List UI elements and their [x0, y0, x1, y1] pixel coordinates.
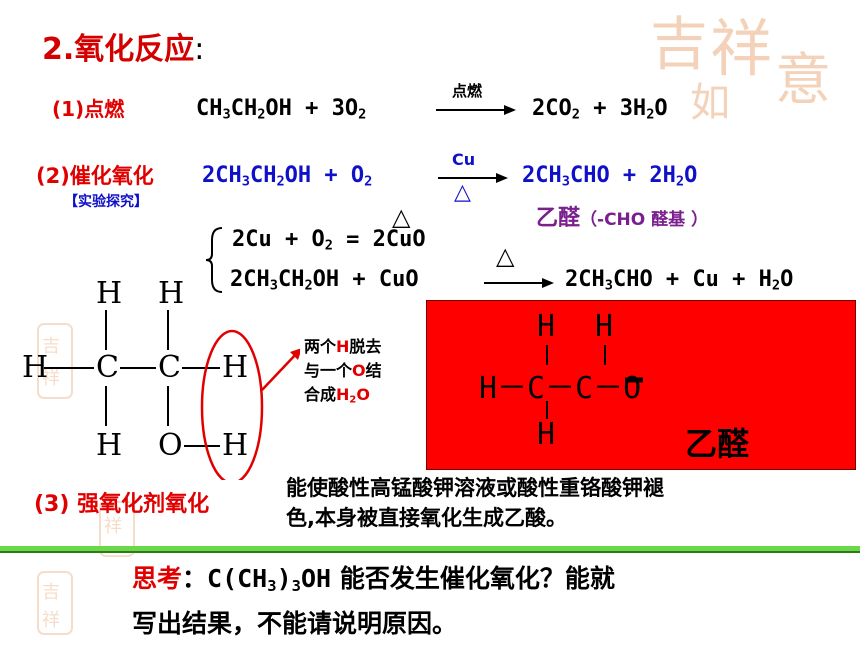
ald-bonds — [546, 345, 643, 419]
acetaldehyde-box: H H H－C－C－O H 乙醛 — [426, 300, 856, 470]
reaction3-label: (3) 强氧化剂氧化 — [34, 492, 210, 517]
section-divider — [0, 546, 860, 551]
atom-h-top-right: H — [158, 276, 185, 311]
atom-c1: C — [96, 350, 119, 385]
reaction1-label: (1)点燃 — [52, 97, 125, 121]
product-name: 乙醛（-CHO 醛基 ） — [536, 206, 709, 231]
ald-atom-h2: H — [595, 309, 614, 344]
seal-watermark-top-right: 吉 祥 意 如 — [650, 4, 850, 126]
svg-text:意: 意 — [775, 48, 831, 113]
heat-triangle-icon: △ — [454, 180, 471, 205]
reaction1-reactants: CH3CH2OH + 3O2 — [196, 96, 367, 123]
reaction1-condition: 点燃 — [452, 82, 483, 100]
svg-text:祥: 祥 — [710, 12, 772, 85]
reaction2-reactants: 2CH3CH2OH + O2 — [202, 163, 373, 190]
reaction1-products: 2CO2 + 3H2O — [532, 96, 668, 123]
atom-h-bottom-left: H — [96, 428, 123, 463]
reaction2-label: (2)催化氧化 — [36, 164, 154, 188]
reaction-arrow-icon — [436, 105, 516, 115]
step2-products: 2CH3CHO + Cu + H2O — [565, 267, 794, 294]
brace-icon — [206, 227, 223, 293]
atom-o: O — [158, 428, 183, 463]
reaction2-catalyst: Cu — [452, 150, 476, 169]
page-title: 2.氧化反应: — [42, 32, 205, 67]
auspicious-seal-watermark-icon: 吉 祥 意 如 — [650, 10, 831, 126]
atom-c2: C — [158, 350, 181, 385]
step2-reactants: 2CH3CH2OH + CuO — [230, 267, 419, 294]
svg-text:吉: 吉 — [42, 582, 60, 603]
svg-text:吉: 吉 — [42, 336, 60, 357]
reaction-arrow-icon — [484, 278, 554, 288]
atom-h-top-left: H — [96, 276, 123, 311]
svg-text:祥: 祥 — [104, 516, 122, 537]
ald-main-row: H－C－C－O — [479, 371, 642, 406]
ethanol-bonds — [44, 310, 300, 480]
seal-watermark-left: 吉祥 — [36, 322, 76, 402]
highlight-ellipse — [200, 329, 264, 480]
reaction3-description: 能使酸性高锰酸钾溶液或酸性重铬酸钾褪 色,本身被直接氧化生成乙酸。 — [286, 476, 664, 530]
svg-text:吉: 吉 — [650, 10, 708, 78]
atom-h-hydroxyl: H — [222, 428, 249, 463]
removal-annotation: 两个H脱去 与一个O结 合成H2O — [304, 337, 382, 406]
step1-equation: 2Cu + O2 = 2CuO — [232, 227, 426, 254]
reaction2-sublabel: 【实验探究】 — [64, 194, 148, 210]
ald-atom-h1: H — [537, 309, 556, 344]
svg-text:祥: 祥 — [42, 610, 60, 631]
seal-watermark-bottom: 吉祥 — [36, 570, 76, 640]
think-question: 思考：C(CH3)3OH 能否发生催化氧化？能就 写出结果，不能请说明原因。 — [132, 564, 615, 638]
svg-text:如: 如 — [690, 80, 730, 124]
atom-h-left: H — [22, 350, 49, 385]
seal-watermark-mid: 祥 — [98, 500, 138, 560]
heat-triangle-icon: △ — [392, 203, 411, 231]
reaction-arrow-icon — [438, 173, 508, 183]
heat-triangle-icon: △ — [496, 242, 515, 270]
reaction2-products: 2CH3CHO + 2H2O — [522, 163, 698, 190]
ald-name: 乙醛 — [685, 425, 750, 463]
svg-text:祥: 祥 — [42, 368, 60, 389]
ald-atom-h3: H — [537, 417, 556, 452]
atom-h-right: H — [222, 350, 249, 385]
